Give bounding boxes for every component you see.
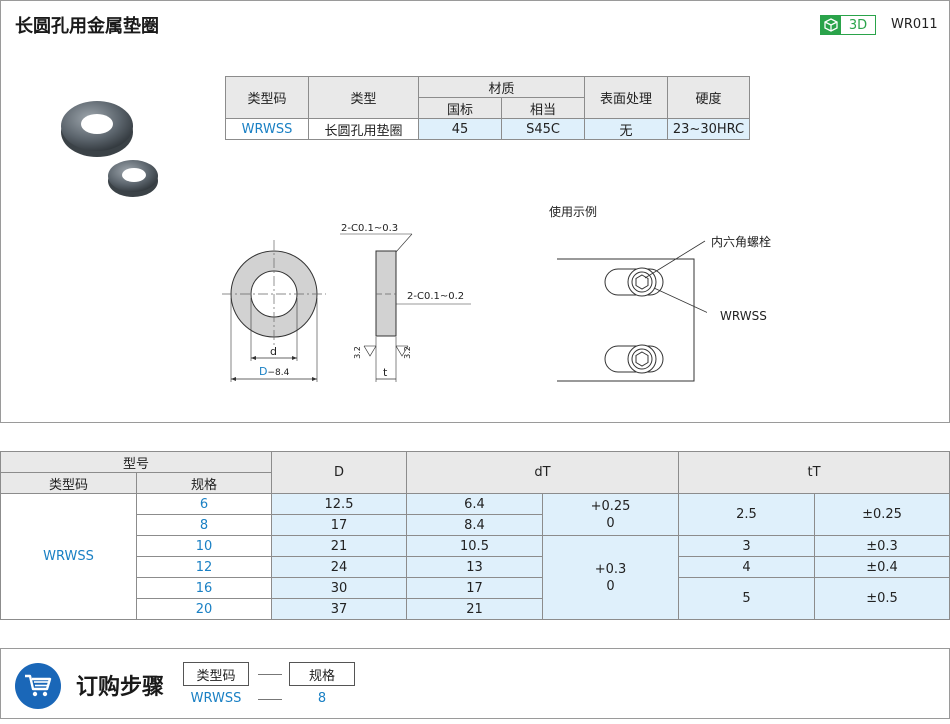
d-cell: 13 [406,556,543,578]
step-value-connector [258,699,282,700]
spec-cell[interactable]: 8 [136,514,272,536]
d-cell: 10.5 [406,535,543,557]
d-tol-upper: +0.25 [590,498,631,514]
technical-drawing [222,233,471,382]
th-material: 材质 [418,76,585,98]
t-tol-cell: ±0.3 [814,535,950,557]
step-spec-value[interactable]: 8 [317,691,327,706]
usage-label: 使用示例 [549,205,598,219]
th-hardness: 硬度 [667,76,750,119]
D-cell: 30 [271,577,407,599]
roughness-left-label: 3.2 [352,346,362,359]
th-type: 类型 [308,76,419,119]
t-cell: 2.5 [678,493,815,536]
product-panel: 长圆孔用金属垫圈 3D WR011 类型码 类型 [0,0,950,423]
usage-drawing [557,240,707,382]
cell-hardness: 23~30HRC [667,118,750,140]
th-model: 型号 [0,451,272,473]
cell-type: 长圆孔用垫圈 [308,118,419,140]
spec-cell[interactable]: 10 [136,535,272,557]
chamfer-side-label: 2-C0.1~0.2 [407,291,465,302]
cell-mat-gb: 45 [418,118,502,140]
t-tol-cell: ±0.4 [814,556,950,578]
D-cell: 12.5 [271,493,407,515]
D-cell: 24 [271,556,407,578]
step-spec-box: 规格 [289,662,355,686]
dim-D-text: D [259,365,268,378]
cart-icon [15,663,61,709]
d-tol-lower: 0 [606,515,615,531]
product-code: WR011 [891,17,938,32]
dim-t-label: t [383,366,388,379]
t-tol-cell: ±0.5 [814,577,950,620]
th-D: D [271,451,407,494]
3d-model-button[interactable]: 3D [820,15,876,35]
D-cell: 17 [271,514,407,536]
d-tol-cell-1: +0.25 0 [542,493,679,536]
th-mat-gb: 国标 [418,97,502,119]
th-mat-eq: 相当 [501,97,585,119]
spec-cell[interactable]: 16 [136,577,272,599]
d-cell: 6.4 [406,493,543,515]
washer-photo [61,101,158,197]
cell-mat-eq: S45C [501,118,585,140]
spec-cell[interactable]: 6 [136,493,272,515]
D-cell: 21 [271,535,407,557]
spec-cell[interactable]: 20 [136,598,272,620]
spec-cell[interactable]: 12 [136,556,272,578]
D-cell: 37 [271,598,407,620]
d-cell: 21 [406,598,543,620]
dim-D-tol: −8.4 [267,368,290,378]
d-tol-upper: +0.3 [594,561,627,577]
th-surface: 表面处理 [584,76,668,119]
roughness-right-label: 3.2 [402,346,412,359]
th-tT: tT [678,451,950,494]
3d-label: 3D [848,17,868,33]
step-connector [258,674,282,675]
type-code-cell[interactable]: WRWSS [0,493,137,620]
spec-table: 类型码 类型 材质 表面处理 硬度 国标 相当 WRWSS 长圆孔用垫圈 45 … [225,76,750,140]
t-tol-cell: ±0.25 [814,493,950,536]
chamfer-top-label: 2-C0.1~0.3 [341,223,399,234]
cell-surface: 无 [584,118,668,140]
step-type-code-value[interactable]: WRWSS [190,691,242,706]
size-table: 型号 D dT tT 类型码 规格 WRWSS 6 12.5 6.4 +0.25… [0,451,950,620]
d-tol-cell-2: +0.3 0 [542,535,679,620]
order-steps-panel: 订购步骤 类型码 规格 WRWSS 8 [0,648,950,719]
th-dT: dT [406,451,679,494]
d-tol-lower: 0 [606,578,615,594]
cell-type-code[interactable]: WRWSS [225,118,309,140]
t-cell: 5 [678,577,815,620]
dim-d-label: d [270,345,277,358]
bolt-label: 内六角螺栓 [711,235,772,249]
th-spec: 规格 [136,472,272,494]
d-cell: 17 [406,577,543,599]
order-title: 订购步骤 [76,675,165,700]
washer-label: WRWSS [720,309,767,323]
th-type-code: 类型码 [225,76,309,119]
t-cell: 4 [678,556,815,578]
d-cell: 8.4 [406,514,543,536]
step-type-code-box: 类型码 [183,662,249,686]
t-cell: 3 [678,535,815,557]
th-type-code: 类型码 [0,472,137,494]
dim-D-label: D−8.4 [259,365,289,378]
cube-icon [821,16,841,34]
product-title: 长圆孔用金属垫圈 [15,16,159,37]
